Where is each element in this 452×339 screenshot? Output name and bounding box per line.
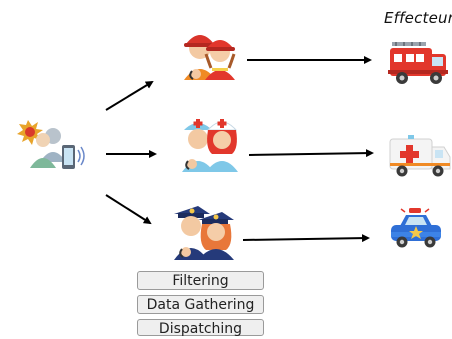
arrow-caller-to-firefighters (105, 80, 154, 111)
step-dispatching: Dispatching (137, 319, 264, 337)
firefighters-icon (184, 35, 236, 80)
emergency-caller-icon (17, 120, 85, 169)
police-officers-icon (174, 206, 234, 260)
police-car-icon (391, 208, 441, 248)
fire-truck-icon (388, 42, 448, 84)
arrow-police-to-car (242, 234, 370, 243)
arrow-medics-to-ambulance (248, 149, 374, 158)
effecteurs-title: Effecteurs (384, 9, 452, 27)
step-filtering: Filtering (137, 271, 264, 290)
medical-staff-icon (182, 119, 238, 172)
arrow-caller-to-police (105, 194, 152, 225)
step-data-gathering: Data Gathering (137, 295, 264, 314)
ambulance-icon (389, 135, 451, 177)
